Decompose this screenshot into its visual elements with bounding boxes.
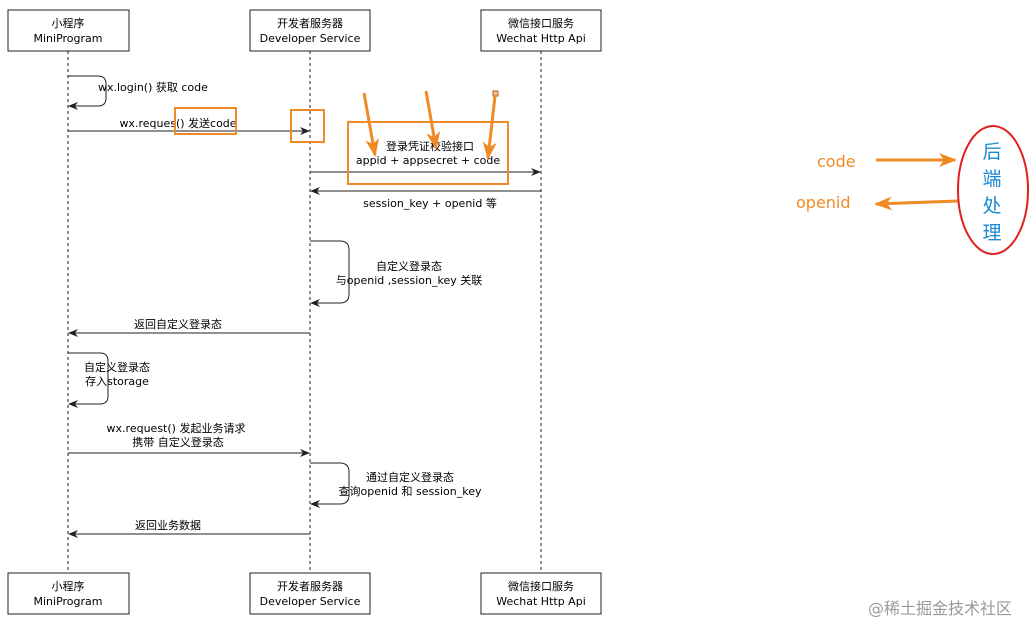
annotation-code-label: code — [817, 152, 856, 171]
participant-name-en: Wechat Http Api — [496, 32, 586, 45]
message-self-login-arrow — [68, 75, 107, 110]
orange-arrow-appid — [362, 92, 380, 157]
message-custom-login-label-1: 自定义登录态 — [376, 259, 442, 273]
message-query-label-1: 通过自定义登录态 — [366, 470, 454, 484]
message-login-label: wx.login() 获取 code — [98, 81, 208, 94]
annotation-openid-arrow — [874, 196, 959, 211]
participant-name-en: Developer Service — [260, 595, 361, 608]
participant-name-cn: 微信接口服务 — [508, 579, 574, 593]
message-storage-label-2: 存入storage — [85, 374, 149, 388]
participant-name-cn: 开发者服务器 — [277, 579, 343, 593]
participant-bottom-developer-service: 开发者服务器 Developer Service — [249, 572, 371, 615]
watermark: @稀土掘金技术社区 — [868, 599, 1012, 618]
highlight-box-code2session — [347, 121, 509, 185]
participant-top-miniprogram: 小程序 MiniProgram — [7, 9, 130, 52]
message-custom-login-label-2: 与openid ,session_key 关联 — [336, 273, 482, 287]
backend-char-4: 理 — [982, 222, 1001, 244]
backend-processing-ellipse — [957, 125, 1029, 255]
message-storage-label-1: 自定义登录态 — [84, 360, 150, 374]
orange-arrow-appsecret — [424, 90, 441, 150]
message-return-login-label: 返回自定义登录态 — [134, 317, 222, 331]
backend-char-3: 处 — [982, 195, 1001, 217]
highlight-box-dev-receive — [290, 109, 325, 143]
participant-name-en: MiniProgram — [34, 32, 103, 45]
message-business-request-label-1: wx.request() 发起业务请求 — [107, 421, 246, 435]
participant-name-cn: 小程序 — [52, 16, 85, 30]
participant-top-developer-service: 开发者服务器 Developer Service — [249, 9, 371, 52]
backend-char-1: 后 — [982, 141, 1001, 163]
highlight-box-send-code — [174, 107, 237, 135]
annotation-openid-label: openid — [796, 193, 851, 212]
backend-char-2: 端 — [982, 168, 1001, 190]
message-self-storage-arrow — [68, 352, 109, 408]
resize-handle — [492, 90, 499, 97]
participant-name-en: MiniProgram — [34, 595, 103, 608]
message-code2session-label-2: appid + appsecret + code — [356, 154, 501, 167]
message-business-request-label-2: 携带 自定义登录态 — [132, 435, 224, 449]
message-self-query-arrow — [310, 462, 350, 508]
participant-name-cn: 开发者服务器 — [277, 16, 343, 30]
participant-name-cn: 微信接口服务 — [508, 16, 574, 30]
participant-bottom-miniprogram: 小程序 MiniProgram — [7, 572, 130, 615]
participant-name-en: Developer Service — [260, 32, 361, 45]
message-query-label-2: 查询openid 和 session_key — [339, 484, 482, 498]
orange-arrow-code — [482, 95, 497, 160]
message-return-data-label: 返回业务数据 — [135, 518, 201, 532]
message-self-custom-login-arrow — [310, 240, 350, 307]
participant-name-cn: 小程序 — [52, 579, 85, 593]
participant-name-en: Wechat Http Api — [496, 595, 586, 608]
message-session-key-label: session_key + openid 等 — [363, 196, 497, 210]
participant-bottom-wechat-api: 微信接口服务 Wechat Http Api — [480, 572, 602, 615]
message-send-code-label: wx.reques() 发送code — [119, 116, 236, 130]
participant-top-wechat-api: 微信接口服务 Wechat Http Api — [480, 9, 602, 52]
message-code2session-label-1: 登录凭证校验接口 — [386, 139, 474, 153]
